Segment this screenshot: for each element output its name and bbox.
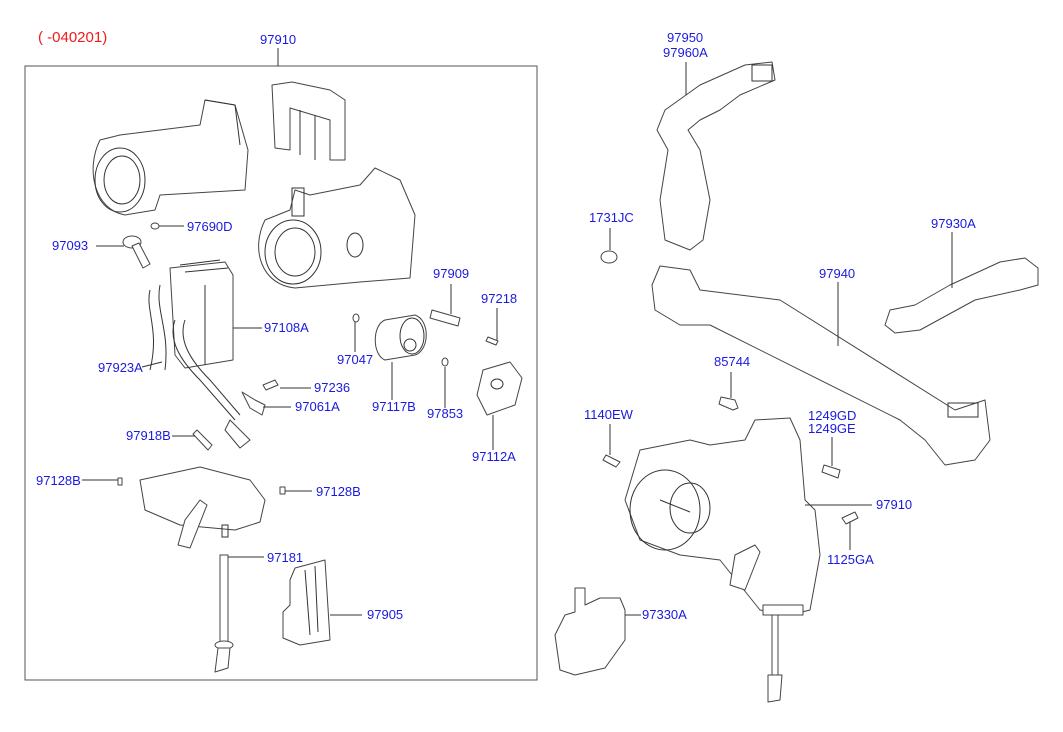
label-97236[interactable]: 97236 xyxy=(314,380,351,395)
label-97918B[interactable]: 97918B xyxy=(126,428,171,443)
part-97218 xyxy=(485,336,499,346)
label-97093[interactable]: 97093 xyxy=(52,238,89,253)
part-97117B xyxy=(374,314,427,361)
part-97093 xyxy=(122,235,151,269)
part-97061A xyxy=(241,391,266,416)
label-85744[interactable]: 85744 xyxy=(714,354,751,369)
label-97690D[interactable]: 97690D xyxy=(187,219,233,234)
label-97112A[interactable]: 97112A xyxy=(472,449,516,464)
part-97950 xyxy=(656,61,776,251)
label-1731JC[interactable]: 1731JC xyxy=(589,210,634,225)
part-97181 xyxy=(214,554,234,673)
label-97128B-left[interactable]: 97128B xyxy=(36,473,81,488)
part-97330A xyxy=(554,587,626,676)
label-97117B[interactable]: 97117B xyxy=(372,399,416,414)
label-97910[interactable]: 97910 xyxy=(260,32,297,47)
part-97236 xyxy=(262,379,279,391)
part-97909 xyxy=(429,309,461,327)
part-1249GD xyxy=(821,464,841,479)
part-mode-case xyxy=(139,466,266,549)
part-97690D xyxy=(150,222,160,230)
part-1140EW xyxy=(602,454,621,468)
part-97940 xyxy=(651,265,991,466)
part-97047 xyxy=(352,313,360,323)
part-97905 xyxy=(282,559,331,646)
part-97128B-right xyxy=(279,486,286,495)
part-97853 xyxy=(441,357,449,367)
label-97061A[interactable]: 97061A xyxy=(295,399,340,414)
date-range-note: ( -040201) xyxy=(38,29,108,46)
label-97853[interactable]: 97853 xyxy=(427,406,464,421)
assembly-frame xyxy=(24,65,538,681)
label-97181[interactable]: 97181 xyxy=(267,550,304,565)
part-97930A xyxy=(884,257,1039,334)
part-97910-assembly xyxy=(624,417,821,703)
part-1125GA xyxy=(841,511,859,525)
label-1140EW[interactable]: 1140EW xyxy=(584,407,633,422)
label-97909[interactable]: 97909 xyxy=(433,266,470,281)
part-pipe-end xyxy=(224,419,251,449)
label-1125GA[interactable]: 1125GA xyxy=(827,552,874,567)
part-97108A xyxy=(148,259,241,421)
label-97960A[interactable]: 97960A xyxy=(663,45,708,60)
label-97923A[interactable]: 97923A xyxy=(98,360,143,375)
part-85744 xyxy=(718,396,739,411)
part-97128B-left xyxy=(117,477,123,486)
label-97108A[interactable]: 97108A xyxy=(264,320,309,335)
part-upper-case xyxy=(92,99,249,216)
label-1249GE[interactable]: 1249GE xyxy=(808,421,856,436)
label-97950[interactable]: 97950 xyxy=(667,30,704,45)
label-97905[interactable]: 97905 xyxy=(367,607,404,622)
label-97128B-right[interactable]: 97128B xyxy=(316,484,361,499)
part-cover xyxy=(271,81,346,161)
part-1731JC xyxy=(600,250,618,264)
label-1249GD[interactable]: 1249GD xyxy=(808,408,857,423)
part-97112A xyxy=(476,361,523,416)
label-97910-right[interactable]: 97910 xyxy=(876,497,913,512)
label-97940[interactable]: 97940 xyxy=(819,266,856,281)
part-97918B xyxy=(192,429,213,451)
label-97930A[interactable]: 97930A xyxy=(931,216,976,231)
label-97330A[interactable]: 97330A xyxy=(642,607,687,622)
label-97047[interactable]: 97047 xyxy=(337,352,374,367)
part-lower-case xyxy=(258,167,416,289)
label-97218[interactable]: 97218 xyxy=(481,291,518,306)
